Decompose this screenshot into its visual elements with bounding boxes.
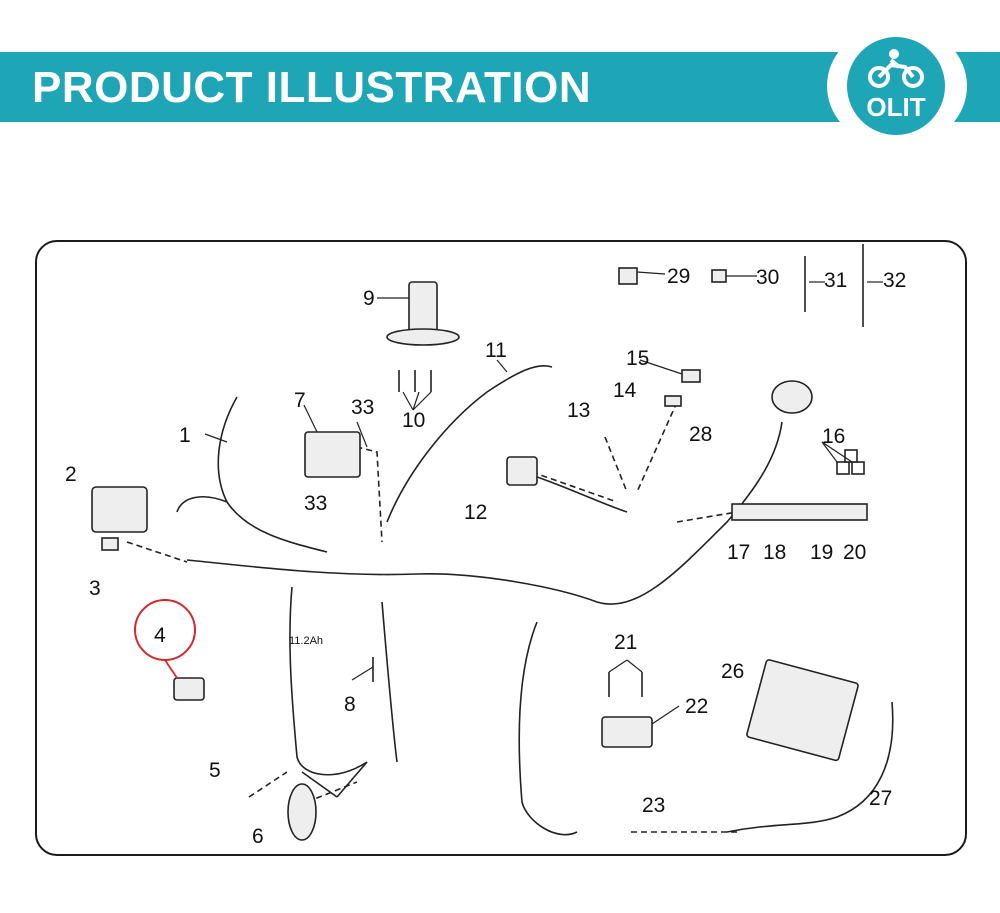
label-part-12: 12 [464, 501, 488, 524]
label-part-5: 5 [209, 759, 221, 782]
label-part-29: 29 [667, 265, 691, 288]
leader-dashed-5 [248, 771, 288, 798]
label-part-2: 2 [65, 463, 77, 486]
label-part-11: 11 [485, 339, 507, 362]
diagram-frame: 11.2Ah 1 2 3 4 5 6 7 8 9 10 11 12 13 14 … [35, 240, 967, 856]
part-29-sensor [618, 267, 638, 285]
part-coil [771, 380, 813, 414]
page-title: PRODUCT ILLUSTRATION [32, 63, 592, 112]
label-part-7: 7 [294, 389, 306, 412]
label-part-6: 6 [252, 825, 264, 848]
leader-dashed-fusebox [676, 511, 738, 523]
part-15-connector [681, 369, 701, 383]
part-4-switch [173, 677, 205, 701]
part-26-battery [746, 659, 859, 762]
part-22-regulator [601, 716, 653, 748]
harness-wire-lower-left [289, 586, 368, 776]
label-part-3: 3 [89, 577, 101, 600]
label-part-9: 9 [363, 287, 375, 310]
label-part-32: 32 [883, 269, 907, 292]
harness-wire-right-lower [518, 621, 578, 836]
label-part-13: 13 [567, 399, 591, 422]
label-part-33-upper: 33 [351, 396, 375, 419]
part-30-clip [711, 269, 727, 283]
label-part-19: 19 [810, 541, 834, 564]
label-part-30: 30 [756, 266, 780, 289]
part-16-fuse-a [836, 461, 850, 475]
label-part-22: 22 [685, 695, 709, 718]
leader-dashed-13 [604, 436, 628, 493]
part-fuse-box [731, 503, 868, 521]
leader-dashed-2-3 [126, 541, 188, 563]
leader-dashed-6 [306, 781, 358, 803]
battery-cable-27 [726, 701, 894, 833]
label-part-15: 15 [626, 347, 650, 370]
part-2-ecu [91, 486, 148, 533]
label-part-27: 27 [869, 787, 893, 810]
part-6-horn [287, 783, 317, 841]
ground-cable-11 [386, 365, 553, 523]
brand-logo: OLIT [847, 37, 945, 135]
part-14-connector [664, 395, 682, 407]
motorcycle-rider-icon [868, 49, 924, 88]
label-part-4[interactable]: 4 [154, 624, 166, 647]
battery-capacity-label: 11.2Ah [289, 635, 324, 647]
label-part-1: 1 [179, 424, 191, 447]
label-part-28: 28 [689, 423, 713, 446]
label-part-16: 16 [822, 425, 846, 448]
part-16-fuse-b [851, 461, 865, 475]
label-part-33-lower: 33 [304, 492, 328, 515]
label-part-20: 20 [843, 541, 867, 564]
label-part-14: 14 [613, 379, 637, 402]
part-12-relay [506, 456, 538, 486]
label-part-26: 26 [721, 660, 745, 683]
wiring-harness-diagram [91, 244, 894, 841]
label-part-21: 21 [614, 631, 638, 654]
label-part-10: 10 [402, 409, 426, 432]
label-part-31: 31 [824, 269, 848, 292]
label-part-17: 17 [727, 541, 751, 564]
label-part-23: 23 [642, 794, 666, 817]
label-part-8: 8 [344, 693, 356, 716]
part-9-fuel-pump-flange [386, 328, 460, 346]
harness-wire-left [176, 496, 228, 513]
leader-dashed-12 [531, 471, 618, 503]
label-part-18: 18 [763, 541, 787, 564]
leader-dashed-14 [636, 401, 678, 493]
harness-wire-drop [381, 601, 398, 763]
logo-text: OLIT [866, 92, 926, 122]
part-3-connector [101, 537, 119, 551]
part-16-fuse-c [844, 449, 858, 463]
part-7-control-module [304, 431, 361, 478]
